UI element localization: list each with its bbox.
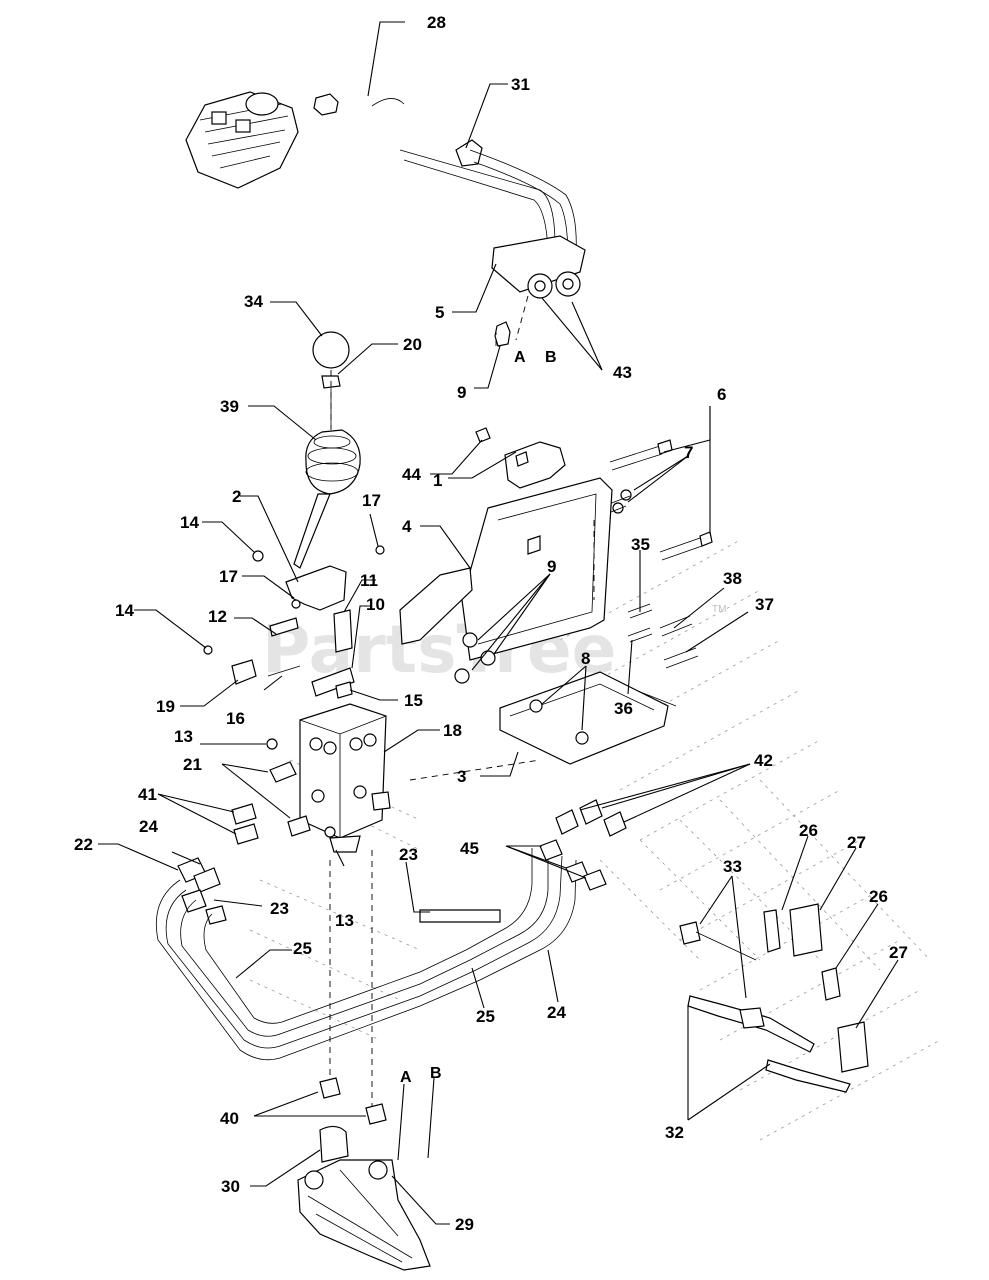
callout-25-left: 25 [293,939,312,958]
part-27-connectors [789,903,869,1073]
part-15-clip [335,681,353,699]
callout-41: 41 [138,785,157,804]
callout-23-upper: 23 [399,845,418,864]
callout-9-mid: 9 [547,557,556,576]
callout-11: 11 [360,571,378,590]
part-14-17-small-parts [203,545,385,655]
callout-17-lower: 17 [219,567,238,586]
part-39-boot [293,429,361,569]
callout-34: 34 [244,292,263,311]
port-label-a-upper: A [514,349,526,366]
callout-36: 36 [614,699,633,718]
part-21-41-fittings [231,761,311,845]
part-4-frame [399,477,613,661]
callout-4: 4 [402,517,412,536]
callout-18: 18 [443,721,462,740]
callout-31: 31 [511,75,530,94]
part-19-clevis [231,659,257,685]
part-30-fitting [319,1125,349,1163]
callout-33: 33 [723,857,742,876]
leader-lines [98,21,899,1225]
callout-21: 21 [183,755,202,774]
part-1-lever-bracket [504,441,566,489]
callout-9-upper: 9 [457,383,466,402]
part-18-control-valve [299,703,391,853]
part-28-valve-assembly [185,91,405,189]
callout-24-right: 24 [547,1003,566,1022]
part-2-lever-mount [285,565,347,611]
port-label-b-lower: B [430,1065,442,1082]
callout-8: 8 [581,649,590,668]
callout-22: 22 [74,835,93,854]
part-22-25-hoses [155,848,577,1061]
assembly-lines [329,295,595,1106]
callout-27-lower: 27 [889,943,908,962]
part-6-pins [609,439,713,561]
part-8-fittings [529,699,589,745]
callout-14-upper: 14 [180,513,199,532]
callout-43: 43 [613,363,632,382]
callout-13-upper: 13 [174,727,193,746]
callout-38: 38 [723,569,742,588]
callout-1: 1 [433,471,442,490]
callout-labels: 28 31 5 A B 43 9 34 20 39 6 7 44 1 4 2 1… [74,13,908,1234]
callout-23-left: 23 [270,899,289,918]
callout-25-right: 25 [476,1007,495,1026]
callout-30: 30 [221,1177,240,1196]
part-26-connectors [763,909,841,1001]
port-label-b-upper: B [545,349,557,366]
part-40-fittings [319,1077,387,1125]
part-3-base-plate [499,671,669,765]
callout-16: 16 [226,709,245,728]
callout-35: 35 [631,535,650,554]
part-5-bracket [491,235,586,299]
part-9-fitting-upper [494,321,511,347]
part-11-rod [333,609,353,653]
callout-39: 39 [220,397,239,416]
part-31-hoses [399,139,577,259]
part-32-brackets [687,995,851,1093]
callout-6: 6 [717,385,726,404]
part-9-fittings-mid [454,632,496,684]
callout-7: 7 [684,443,693,462]
background-hatching [249,539,941,1141]
part-44-knob [475,427,491,443]
callout-3: 3 [457,767,466,786]
callout-37: 37 [755,595,774,614]
callout-2: 2 [232,487,241,506]
callout-13-lower: 13 [335,911,354,930]
part-10-12-16-pins [267,617,355,697]
callout-28: 28 [427,13,446,32]
callout-12: 12 [208,607,227,626]
callout-15: 15 [404,691,423,710]
callout-44: 44 [402,465,421,484]
callout-45: 45 [460,839,479,858]
callout-5: 5 [435,303,444,322]
part-33-clips [679,921,757,961]
callout-24-left: 24 [139,817,158,836]
callout-19: 19 [156,697,175,716]
part-29-valve-lower [297,1159,431,1271]
port-label-a-lower: A [400,1069,412,1086]
callout-17-upper: 17 [362,491,381,510]
callout-26-upper: 26 [799,821,818,840]
callout-26-lower: 26 [869,887,888,906]
callout-29: 29 [455,1215,474,1234]
part-13-nuts [266,738,336,838]
watermark-trademark: TM [712,604,726,615]
callout-10: 10 [366,595,385,614]
callout-40: 40 [220,1109,239,1128]
callout-42: 42 [754,751,773,770]
part-34-knob [312,331,350,369]
callout-32: 32 [665,1123,684,1142]
callout-20: 20 [403,335,422,354]
callout-27-upper: 27 [847,833,866,852]
callout-14-lower: 14 [115,601,134,620]
